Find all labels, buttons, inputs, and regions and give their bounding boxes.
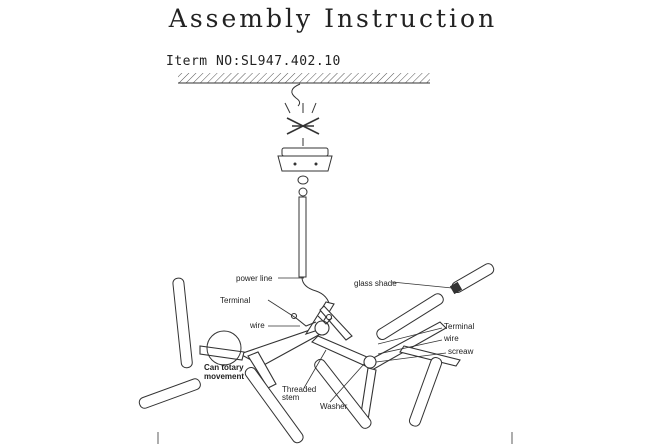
item-number: Iterm NO:SL947.402.10 — [166, 54, 341, 69]
label-threaded-1: Threaded — [282, 385, 316, 394]
label-terminal-right: Terminal — [444, 322, 474, 331]
label-wire-left: wire — [249, 321, 265, 330]
label-terminal-left: Terminal — [220, 296, 250, 305]
label-wire-right: wire — [443, 334, 459, 343]
part-labels: power line glass shade Terminal wire Ter… — [204, 274, 474, 411]
label-can-rotary-2: movement — [204, 372, 244, 381]
label-power-line: power line — [236, 274, 273, 283]
label-screw: screaw — [448, 347, 474, 356]
label-can-rotary-1: Can totary — [204, 363, 244, 372]
callout-lines — [223, 277, 453, 403]
chandelier-body — [199, 301, 461, 421]
label-washer: Washer — [320, 402, 348, 411]
page-title: Assembly Instruction — [168, 4, 498, 33]
ceiling — [178, 73, 430, 84]
glass-shades — [138, 263, 495, 444]
mounting-hardware — [284, 83, 320, 146]
label-glass-shade: glass shade — [354, 279, 397, 288]
crop-marks — [157, 432, 513, 444]
downrod — [298, 196, 331, 308]
canopy — [277, 147, 333, 197]
label-threaded-2: stem — [282, 393, 300, 402]
